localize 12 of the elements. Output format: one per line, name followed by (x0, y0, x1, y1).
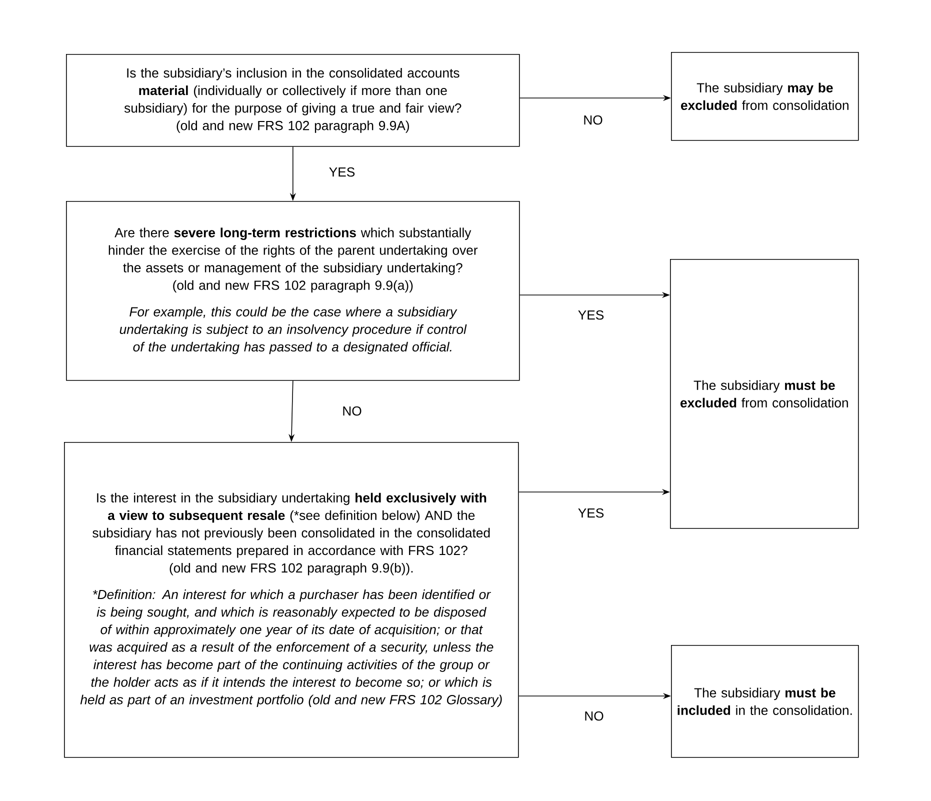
edge-label: NO (583, 710, 605, 722)
edge-label: YES (576, 507, 606, 519)
process-box: The subsidiary must be excluded from consolidation (670, 259, 859, 529)
edge-label: NO (341, 405, 363, 417)
process-box: Are there severe long-term restrictions which substantially hinder the exercise of the rights of the parent undertaking over the assets or management of the subsidiary undertaking? (old and new FRS 102 paragraph 9.9(a)) For example, this could be the case where a subsidiary undertaking is subject to an insolvency procedure if control of the undertaking has passed to a designated official. (66, 201, 520, 381)
process-box: The subsidiary may be excluded from consolidation (671, 52, 859, 141)
process-box: Is the interest in the subsidiary undertaking held exclusively with a view to subsequent resale (*see definition below) AND the subsidiary has not previously been consolidated in the consolidated financial statements prepared in accordance with FRS 102? (old and new FRS 102 paragraph 9.9(b)). *Definition: An interest for which a purchaser has been identified or is being sought, and which is reasonably expected to be disposed of within approximately one year of its date of acquisition; or that was acquired as a result of the enforcement of a security, unless the interest has become part of the continuing activities of the group or the holder acts as if it intends the interest to become so; or which is held as part of an investment portfolio (old and new FRS 102 Glossary) (64, 442, 519, 758)
edge-label: NO (582, 114, 604, 126)
process-box: Is the subsidiary’s inclusion in the consolidated accounts material (individually or collectively if more than one subsidiary) for the purpose of giving a true and fair view? (old and new FRS 102 paragraph 9.9A) (66, 54, 520, 147)
edge-label: YES (576, 309, 606, 321)
edge-label: YES (328, 166, 356, 178)
process-box: The subsidiary must be included in the consolidation. (671, 645, 859, 758)
